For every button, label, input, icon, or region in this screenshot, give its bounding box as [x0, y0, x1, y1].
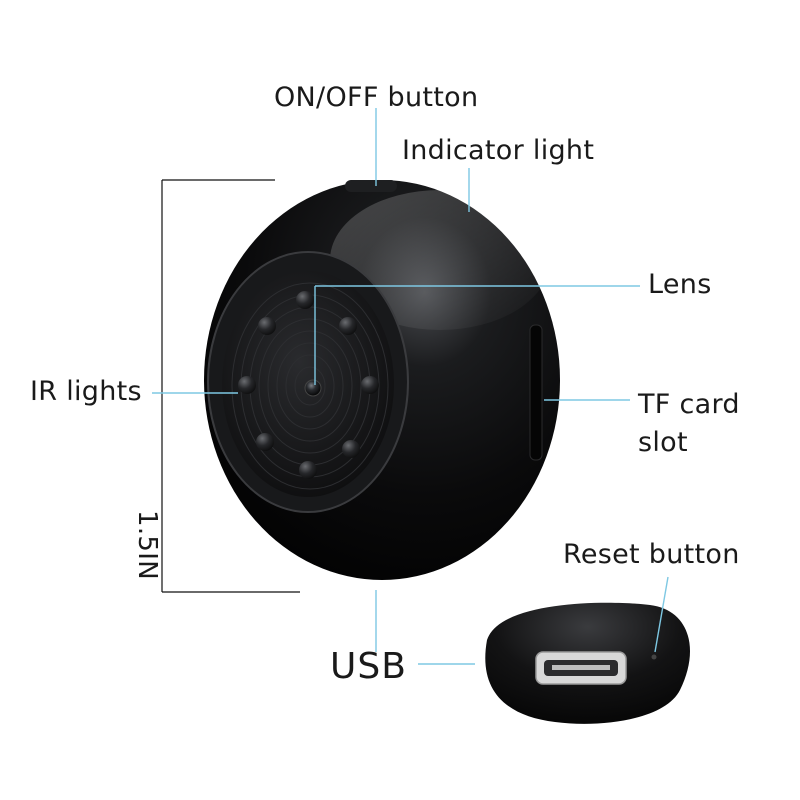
label-usb: USB: [330, 646, 407, 687]
ir-led: [256, 433, 274, 451]
label-tf-card-slot-line2: slot: [638, 427, 688, 458]
tf-card-slot-shape: [529, 324, 543, 461]
camera-body: [204, 180, 560, 580]
lens: [304, 379, 322, 397]
label-tf-card-slot: TF card slot: [638, 386, 788, 462]
usb-port-tongue: [552, 665, 610, 670]
label-reset-button: Reset button: [563, 539, 740, 570]
ir-led: [339, 317, 357, 335]
ir-led: [361, 376, 379, 394]
label-indicator-light: Indicator light: [402, 135, 595, 166]
ir-led: [342, 440, 360, 458]
label-tf-card-slot-line1: TF card: [638, 389, 740, 420]
label-lens: Lens: [648, 269, 712, 300]
ir-led: [299, 461, 317, 479]
ir-led: [296, 291, 314, 309]
leader-reset: [654, 576, 669, 653]
reset-hole: [651, 654, 657, 660]
body-highlight: [330, 190, 550, 330]
label-on-off-button: ON/OFF button: [274, 82, 479, 113]
on-off-button-shape: [345, 180, 397, 192]
usb-closeup: [485, 602, 690, 724]
label-dimension: 1.5IN: [132, 510, 162, 580]
label-ir-lights: IR lights: [30, 376, 142, 407]
ir-lights: [238, 291, 379, 479]
ir-led: [238, 376, 256, 394]
dimension-bracket: [161, 179, 300, 593]
ir-led: [258, 317, 276, 335]
leader-lines: [152, 108, 669, 665]
